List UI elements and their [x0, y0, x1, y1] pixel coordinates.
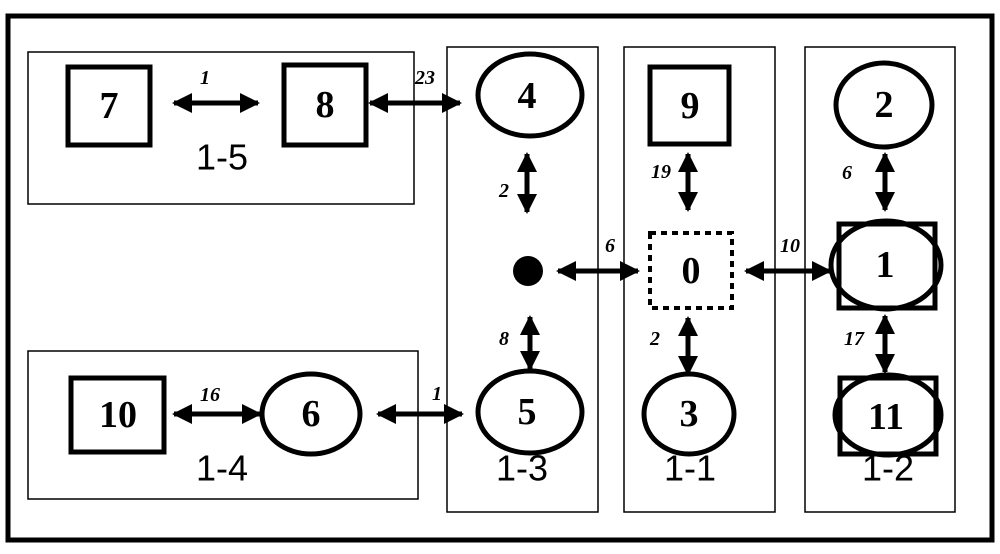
- group-label-1-5: 1-5: [196, 137, 248, 178]
- group-label-1-2: 1-2: [862, 448, 914, 489]
- group-label-1-3: 1-3: [496, 448, 548, 489]
- node-6-label: 6: [302, 393, 321, 435]
- node-10-label: 10: [99, 394, 137, 436]
- node-1-label: 1: [876, 244, 895, 286]
- edge-junction-0-weight: 6: [605, 235, 615, 257]
- node-2-label: 2: [875, 84, 894, 126]
- node-0-label: 0: [682, 250, 701, 292]
- edge-6-5-weight: 1: [432, 383, 442, 405]
- edge-9-0-weight: 19: [651, 161, 671, 183]
- node-9-box: [647, 64, 732, 147]
- edge-10-6-weight: 16: [200, 384, 220, 406]
- node-6-ellipse: [259, 371, 363, 457]
- outer-frame: [5, 13, 995, 543]
- node-8-label: 8: [316, 84, 335, 126]
- node-3-label: 3: [680, 393, 699, 435]
- node-4-ellipse: [475, 51, 585, 139]
- group-box-1-5: [27, 51, 415, 205]
- node-7-box: [65, 64, 153, 148]
- node-8-box: [281, 62, 369, 148]
- group-label-1-4: 1-4: [196, 448, 248, 489]
- edge-0-3-weight: 2: [649, 328, 660, 350]
- edge-junction-5-weight: 8: [499, 328, 509, 350]
- node-3-ellipse: [641, 371, 737, 457]
- node-1-ellipse: [828, 218, 944, 312]
- edge-4-junction-weight: 2: [498, 180, 509, 202]
- node-5-label: 5: [518, 391, 537, 433]
- edge-7-8-weight: 1: [200, 67, 210, 89]
- node-0-box: [648, 231, 734, 310]
- edge-8-4-weight: 23: [414, 67, 435, 89]
- edge-0-1-weight: 10: [780, 235, 800, 257]
- group-box-1-4: [27, 350, 419, 500]
- junction-dot: [513, 256, 543, 286]
- node-4-label: 4: [518, 75, 537, 117]
- node-11-label: 11: [868, 396, 904, 438]
- node-11-box: [837, 375, 939, 457]
- node-5-ellipse: [475, 368, 585, 456]
- node-11-ellipse: [832, 372, 944, 458]
- node-10-box: [68, 375, 167, 455]
- group-label-1-1: 1-1: [664, 448, 716, 489]
- edge-1-11-weight: 17: [844, 328, 865, 350]
- node-9-label: 9: [681, 85, 700, 127]
- edge-2-1-weight: 6: [842, 162, 852, 184]
- node-7-label: 7: [100, 85, 119, 127]
- node-2-ellipse: [833, 60, 935, 150]
